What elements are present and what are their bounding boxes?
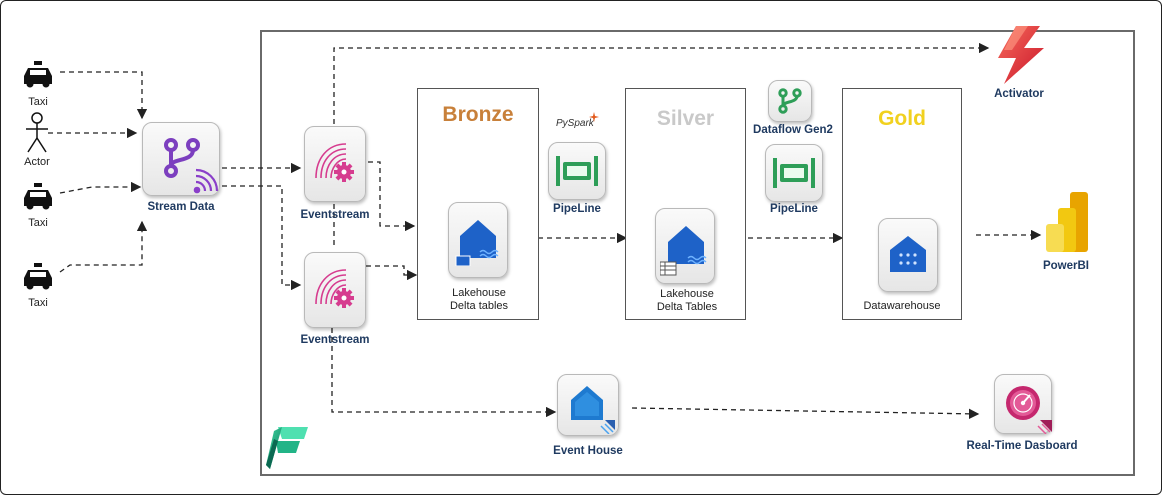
pipeline-1-label: PipeLine xyxy=(553,203,601,215)
branch-icon xyxy=(164,138,200,178)
lakehouse-icon xyxy=(660,226,707,276)
eventstream-icon xyxy=(315,143,354,182)
event-house-label: Event House xyxy=(553,445,623,457)
taxi-icon xyxy=(24,263,52,290)
pipeline-2-label: PipeLine xyxy=(770,203,818,215)
silver-title: Silver xyxy=(656,107,715,130)
bronze-title: Bronze xyxy=(442,103,514,126)
powerbi-label: PowerBI xyxy=(1042,260,1089,272)
bronze-stage: Bronze xyxy=(417,88,539,320)
realtime-dashboard-label: Real-Time Dasboard xyxy=(966,440,1078,452)
bronze-caption-line1: Lakehouse xyxy=(452,287,506,299)
lakehouse-icon xyxy=(455,220,499,266)
source-label: Actor xyxy=(24,156,50,168)
bronze-caption-line2: Delta tables xyxy=(449,300,509,312)
signal-icon xyxy=(193,168,219,194)
activator-icon xyxy=(998,26,1044,84)
powerbi-icon xyxy=(1046,192,1088,252)
actor-icon xyxy=(26,112,48,153)
activator-label: Activator xyxy=(994,88,1044,100)
silver-caption-line1: Lakehouse xyxy=(660,288,714,300)
stream-data-label: Stream Data xyxy=(147,201,215,213)
dataflow-label: Dataflow Gen2 xyxy=(753,124,833,136)
pipeline-icon xyxy=(773,158,815,188)
taxi-icon xyxy=(24,61,52,88)
spark-star-icon xyxy=(589,112,599,122)
gold-caption: Datawarehouse xyxy=(863,300,941,312)
gauge-icon xyxy=(1006,386,1052,434)
datawarehouse-icon xyxy=(890,236,926,272)
event-house-icon xyxy=(571,386,615,434)
taxi-icon xyxy=(24,183,52,210)
eventstream-icon xyxy=(315,269,354,308)
source-label: Taxi xyxy=(28,297,48,309)
silver-caption-line2: Delta Tables xyxy=(656,301,718,313)
eventstream-bottom-label: Eventstream xyxy=(300,334,370,346)
source-label: Taxi xyxy=(28,96,48,108)
dataflow-icon xyxy=(778,88,802,114)
pipeline-icon xyxy=(556,156,598,186)
eventstream-top-label: Eventstream xyxy=(300,209,370,221)
gold-title: Gold xyxy=(878,107,926,130)
source-label: Taxi xyxy=(28,217,48,229)
fabric-container xyxy=(260,30,1135,476)
silver-stage: Silver xyxy=(625,88,746,320)
fabric-logo-icon xyxy=(266,427,308,469)
pyspark-label: PySpark xyxy=(556,118,594,129)
pyspark-logo: PySpark xyxy=(556,118,594,129)
